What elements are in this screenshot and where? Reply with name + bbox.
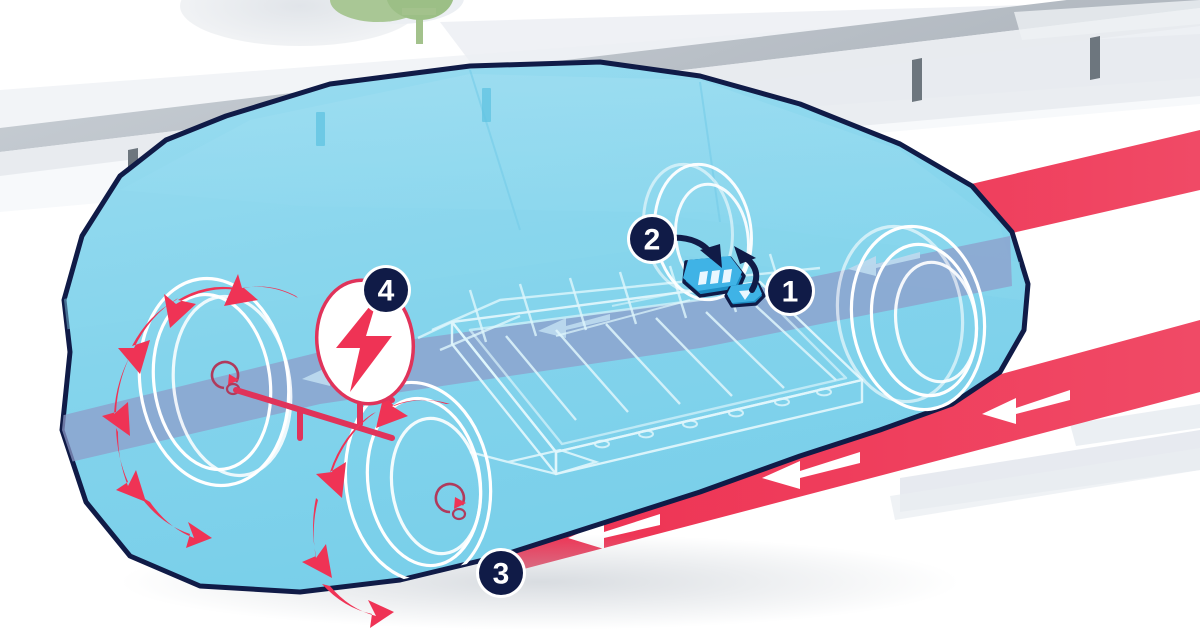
rotation-arrow-icon xyxy=(118,298,178,374)
callout-badges: 2 1 4 3 xyxy=(361,214,815,598)
scenery xyxy=(180,0,464,46)
rotation-arrow-icon xyxy=(164,286,238,328)
car-roof-panel xyxy=(120,74,1010,260)
rotation-arrow-icon xyxy=(316,412,376,498)
rotation-arrow-icon xyxy=(116,428,146,502)
callout-badge-4[interactable]: 4 xyxy=(361,265,411,315)
rotation-arrow-icon xyxy=(102,356,130,436)
tree-icon xyxy=(330,0,454,44)
rotation-arrow-icon xyxy=(224,274,298,306)
front-wheel-rotation-arrows xyxy=(102,274,298,548)
pedal-assembly xyxy=(665,234,766,308)
callout-badge-3-label: 3 xyxy=(493,558,510,591)
callout-badge-2-label: 2 xyxy=(644,224,661,257)
roof-pillar xyxy=(316,88,491,146)
wheel-rear-right xyxy=(835,224,987,412)
callout-badge-4-label: 4 xyxy=(378,275,395,308)
callout-badge-1[interactable]: 1 xyxy=(765,266,815,316)
callout-badge-2[interactable]: 2 xyxy=(627,214,677,264)
front-subframe-line xyxy=(611,287,701,307)
callout-badge-3[interactable]: 3 xyxy=(476,548,526,598)
rotation-arrow-icon xyxy=(302,498,332,578)
lane-markings xyxy=(890,0,1200,520)
wheel-front-hub-rotation-icon xyxy=(210,360,241,396)
wheel-rear-hub-rotation-icon xyxy=(434,482,467,521)
brake-pedal-marking xyxy=(739,290,752,300)
car-panel-seam xyxy=(699,81,721,223)
rotation-arrow-icon xyxy=(140,496,212,548)
front-axle-line xyxy=(555,299,691,337)
car-panel-seam xyxy=(469,69,521,231)
battery-pack-bolts xyxy=(594,387,832,449)
rotation-arrow-icon xyxy=(322,584,394,628)
car-shoulder-line xyxy=(62,212,1020,330)
rear-wheel-rotation-arrows xyxy=(302,394,450,628)
accelerator-pedal-ribs xyxy=(698,269,732,285)
lane-marking xyxy=(1014,0,1200,40)
lane-marking xyxy=(890,448,1200,520)
lane-marking xyxy=(1070,404,1200,446)
callout-badge-1-label: 1 xyxy=(782,276,799,309)
wheel-front-left xyxy=(137,276,293,488)
rotation-arrow-icon xyxy=(376,394,450,428)
pedal-release-arrow-icon xyxy=(734,246,760,293)
